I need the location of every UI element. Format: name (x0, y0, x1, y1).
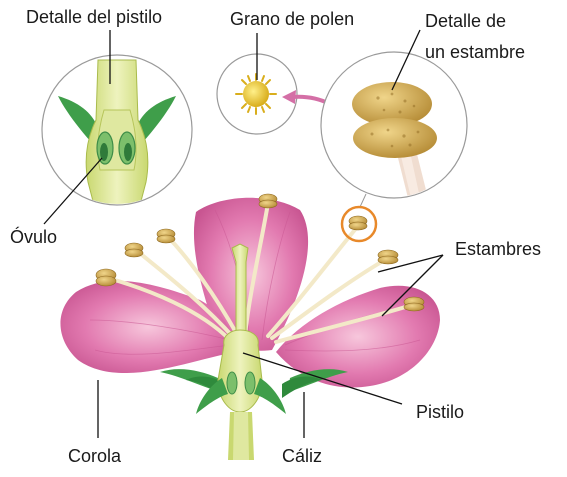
label-calyx: Cáliz (282, 446, 323, 466)
label-ovule: Óvulo (10, 227, 58, 247)
label-pistil-detail: Detalle del pistilo (26, 7, 163, 27)
leader-stamens-a (377, 254, 444, 273)
anthers (95, 193, 425, 312)
leader-lines (43, 29, 444, 438)
label-stamens: Estambres (455, 239, 542, 259)
leader-ovule (43, 157, 103, 225)
flower (60, 193, 440, 460)
label-stamen-detail-line1: Detalle de (425, 11, 507, 31)
label-corolla: Corola (68, 446, 122, 466)
label-pollen-grain: Grano de polen (230, 9, 355, 29)
label-stamen-detail-line2: un estambre (425, 42, 526, 62)
leader-pistil (242, 352, 403, 405)
leader-stamens-b (381, 254, 444, 317)
pollen-arrow-head (282, 90, 296, 104)
pollen-grain (235, 73, 277, 115)
pistil-detail-circle (41, 54, 193, 206)
leader-stamen-detail (391, 29, 421, 91)
pistil (217, 243, 263, 460)
sepals (160, 369, 348, 398)
stamen-detail-circle (320, 51, 468, 199)
label-pistil: Pistilo (416, 402, 465, 422)
petal-right (276, 285, 440, 388)
stamen-highlight-circle (340, 205, 378, 243)
stamen-zoom-connector (359, 193, 367, 208)
